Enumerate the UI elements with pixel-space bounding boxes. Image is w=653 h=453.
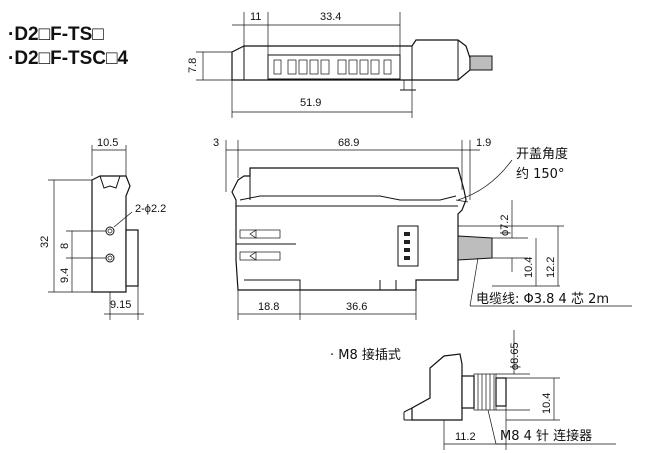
top-view: 11 33.4 7.8 51.9 — [187, 11, 493, 118]
front-view: 3 68.9 1.9 18.8 36.6 ϕ7.2 10.4 12.2 开盖角度… — [213, 137, 632, 320]
connector-port — [397, 225, 419, 267]
front-view-body — [231, 167, 467, 291]
dim-m8-dia: ϕ8.65 — [509, 342, 521, 370]
dim-12-2: 12.2 — [545, 257, 557, 278]
side-mount — [125, 229, 139, 287]
dim-32: 32 — [39, 236, 51, 248]
dim-7-8: 7.8 — [187, 58, 199, 73]
dim-hole-dia: 2-ϕ2.2 — [135, 203, 166, 215]
dim-10-5: 10.5 — [97, 137, 118, 149]
top-cable — [469, 55, 493, 71]
cable-spec-label: 电缆线: Φ3.8 4 芯 2m — [476, 291, 609, 307]
cover-angle-label: 开盖角度 — [516, 146, 568, 162]
dim-18-8: 18.8 — [258, 301, 279, 313]
dim-m8-10-4: 10.4 — [541, 393, 553, 414]
m8-view: · M8 接插式 ϕ8.65 10.4 11.2 M8 4 针 连接器 — [330, 330, 616, 450]
m8-connector-label: M8 4 针 连接器 — [500, 428, 592, 444]
dim-1-9: 1.9 — [476, 137, 491, 149]
dim-9-4: 9.4 — [59, 268, 71, 283]
side-view-body — [91, 175, 131, 293]
model-label-tsc: ·D2□F-TSC□4 — [8, 48, 129, 69]
front-cable — [457, 235, 493, 261]
dim-68-9: 68.9 — [338, 137, 359, 149]
dim-51-9: 51.9 — [300, 97, 321, 109]
dim-3: 3 — [213, 137, 219, 149]
m8-body — [411, 353, 463, 421]
dim-11: 11 — [250, 11, 261, 23]
dim-cable-dia: ϕ7.2 — [499, 215, 511, 236]
dim-9-15: 9.15 — [110, 299, 131, 311]
m8-thread — [473, 373, 497, 411]
dim-33-4: 33.4 — [320, 11, 341, 23]
model-label-ts: ·D2□F-TS□ — [8, 24, 104, 45]
dim-36-6: 36.6 — [346, 301, 367, 313]
dim-10-4-front: 10.4 — [523, 257, 535, 278]
cover-angle-value: 约 150° — [516, 167, 564, 182]
digit-display — [273, 59, 392, 75]
display-window — [267, 54, 401, 80]
side-view: 10.5 2-ϕ2.2 32 8 9.4 9.15 — [39, 137, 166, 320]
dim-8: 8 — [59, 243, 71, 249]
m8-heading: · M8 接插式 — [330, 347, 401, 363]
dim-11-2: 11.2 — [455, 431, 476, 443]
